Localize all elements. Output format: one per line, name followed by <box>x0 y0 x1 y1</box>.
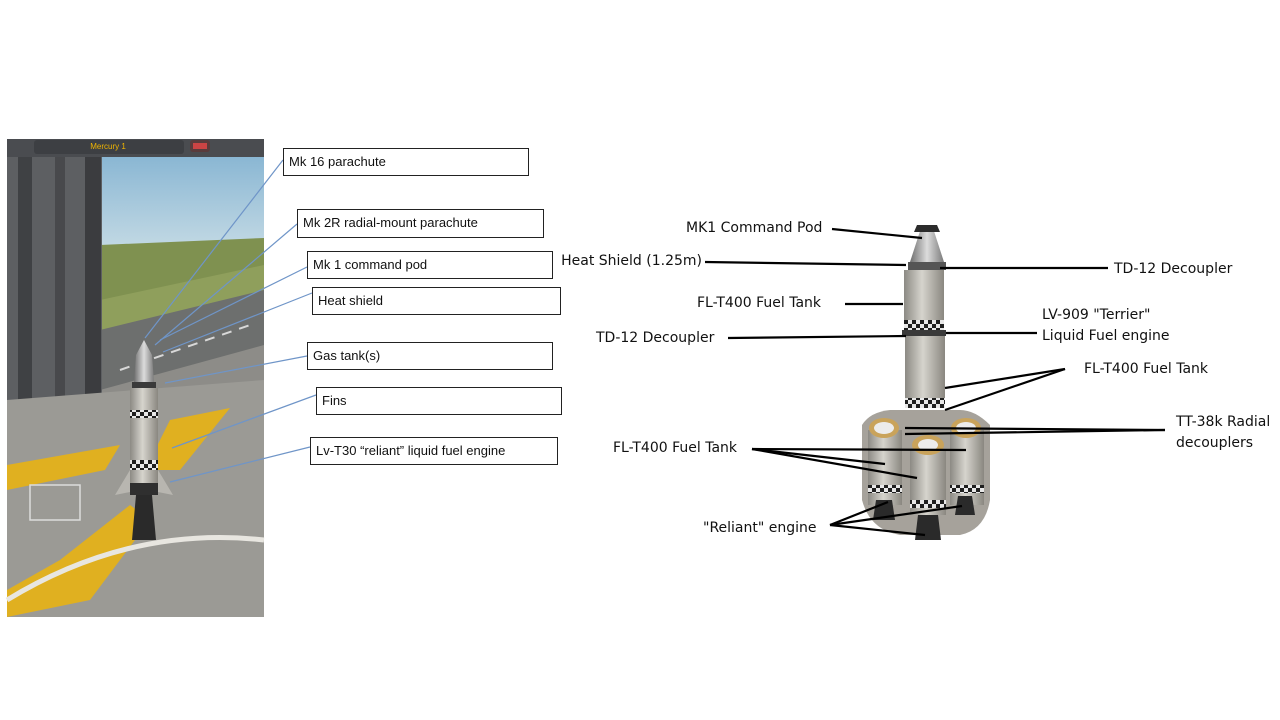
right-leader-lines <box>704 227 1166 537</box>
label-heat-shield-right: Heat Shield (1.25m) <box>561 252 702 271</box>
label-fuel-tank-right: FL-T400 Fuel Tank <box>1084 361 1209 377</box>
right-rocket <box>862 225 990 540</box>
label-radial-line1: TT-38k Radial <box>1176 414 1271 430</box>
label-td12-decoupler-left: TD-12 Decoupler <box>596 330 715 346</box>
label-terrier-line2: Liquid Fuel engine <box>1042 328 1170 344</box>
label-radial-line2: decouplers <box>1176 435 1254 451</box>
label-mk2r-parachute: Mk 2R radial-mount parachute <box>297 209 544 238</box>
left-leader-lines <box>144 159 317 483</box>
label-heat-shield: Heat shield <box>312 287 561 315</box>
label-terrier-line1: LV-909 "Terrier" <box>1042 307 1151 323</box>
label-fuel-tank-upper: FL-T400 Fuel Tank <box>697 295 822 311</box>
game-screenshot <box>5 139 265 617</box>
label-reliant-engine: Lv-T30 “reliant” liquid fuel engine <box>310 437 558 465</box>
label-fins: Fins <box>316 387 562 415</box>
label-gas-tanks: Gas tank(s) <box>307 342 553 370</box>
label-reliant-engine-right: "Reliant" engine <box>703 520 817 536</box>
label-fuel-tank-lower: FL-T400 Fuel Tank <box>613 440 738 456</box>
left-rocket <box>115 340 173 540</box>
label-td12-decoupler-right: TD-12 Decoupler <box>1114 261 1233 277</box>
screen-title: Mercury 1 <box>90 142 126 151</box>
label-mk1-command-pod: Mk 1 command pod <box>307 251 553 279</box>
label-command-pod: MK1 Command Pod <box>686 220 823 236</box>
label-heat-shield-right-text: Heat Shield (1.25m) <box>561 253 702 269</box>
label-mk16-parachute: Mk 16 parachute <box>283 148 529 176</box>
